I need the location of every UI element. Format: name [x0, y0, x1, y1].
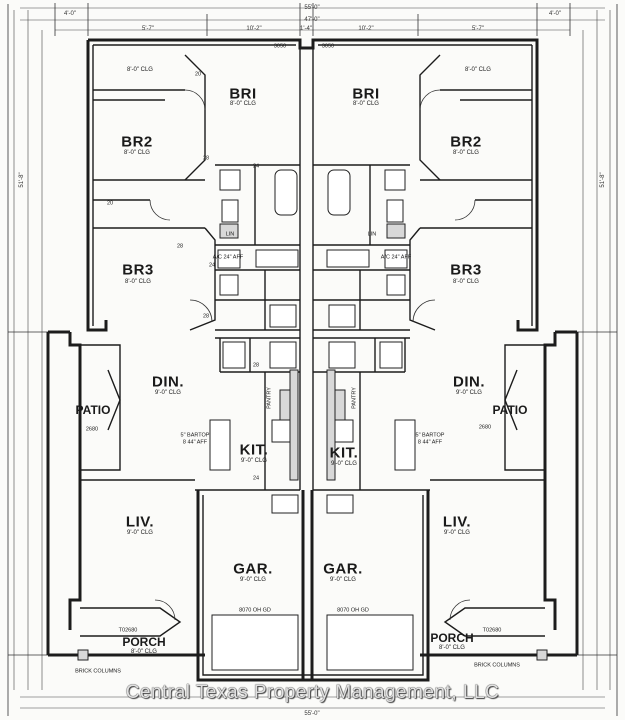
overall-width-top: 55'-0"	[304, 5, 320, 11]
porch-window-right: T02680	[482, 627, 502, 634]
porch-label-left: PORCH	[122, 635, 166, 649]
living-ceiling-right: 9'-0" CLG	[444, 530, 470, 536]
door-tag: 24	[252, 475, 260, 482]
porch-ceiling-right: 8'-0" CLG	[439, 645, 465, 651]
kitchen-label-left: KIT.	[239, 441, 269, 459]
porch-window-left: T02680	[118, 627, 138, 634]
dim-top: 5'-7"	[472, 26, 484, 32]
garage-ceiling-right: 9'-0" CLG	[330, 577, 356, 583]
brick-columns	[77, 649, 548, 661]
overall-width-bottom: 55'-0"	[304, 711, 320, 717]
bartop-label-left: 5" BARTOP	[180, 432, 210, 439]
linen-label-left: LIN	[225, 231, 235, 238]
pantry-label-right: PANTRY	[351, 387, 358, 409]
garage-ceiling-left: 9'-0" CLG	[240, 577, 266, 583]
dining-ceiling-right: 9'-0" CLG	[456, 390, 482, 396]
living-label-left: LIV.	[125, 513, 155, 531]
dim-top: 10'-2"	[358, 26, 374, 32]
dim-top: 5'-7"	[142, 26, 154, 32]
living-label-right: LIV.	[442, 513, 472, 531]
door-tag: 24	[208, 262, 216, 269]
patio-label-right: PATIO	[492, 403, 528, 417]
closet-ceiling-right: 8'-0" CLG	[465, 67, 491, 73]
garage-label-right: GAR.	[323, 560, 363, 578]
dim-top: 4'-0"	[549, 11, 561, 17]
bedroom-1-ceiling-left: 8'-0" CLG	[230, 101, 256, 107]
porch-label-right: PORCH	[430, 631, 474, 645]
overall-depth-right: 51'-8"	[600, 172, 606, 188]
patio-window-left: 2680	[85, 426, 99, 433]
door-tag: 20	[106, 200, 114, 207]
fixtures-left	[209, 169, 299, 671]
window-3050-right: 3050	[321, 43, 335, 50]
dimension-lines	[7, 3, 618, 716]
bedroom-3-ceiling-left: 8'-0" CLG	[125, 279, 151, 285]
bedroom-2-label-right: BR2	[450, 133, 482, 151]
bedroom-3-ceiling-right: 8'-0" CLG	[453, 279, 479, 285]
kitchen-label-right: KIT.	[329, 444, 359, 462]
patio-window-right: 2680	[478, 424, 492, 431]
kitchen-ceiling-left: 9'-0" CLG	[241, 458, 267, 464]
dining-label-left: DIN.	[152, 373, 184, 391]
bartop-height-right: 8 44" AFF	[417, 439, 443, 446]
bartop-label-right: 5" BARTOP	[415, 432, 445, 439]
porch-ceiling-left: 8'-0" CLG	[131, 649, 157, 655]
overall-depth-left: 51'-8"	[19, 172, 25, 188]
bedroom-1-label-left: BRI	[229, 85, 257, 103]
dining-label-right: DIN.	[453, 373, 485, 391]
door-tag: 28	[202, 313, 210, 320]
door-tag: 28	[202, 155, 210, 162]
bedroom-2-label-left: BR2	[121, 133, 153, 151]
dim-top: 4'-0"	[64, 11, 76, 17]
garage-door-label-right: 8070 OH GD	[337, 607, 369, 614]
bedroom-1-ceiling-right: 8'-0" CLG	[353, 101, 379, 107]
dim-top: 47'-0"	[304, 17, 320, 23]
brick-column-label-left: BRICK COLUMNS	[75, 668, 121, 675]
ac-label-right: A/C 24" AFF	[380, 254, 412, 261]
fixtures-right	[326, 169, 416, 671]
dining-ceiling-left: 9'-0" CLG	[155, 390, 181, 396]
interior-walls-right	[312, 48, 545, 637]
garage-label-left: GAR.	[233, 560, 273, 578]
garage-door-label-left: 8070 OH GD	[239, 607, 271, 614]
dim-top: 10'-2"	[246, 26, 262, 32]
bedroom-2-ceiling-left: 8'-0" CLG	[124, 150, 150, 156]
door-tag: 28	[176, 243, 184, 250]
bartop-height-left: 8 44" AFF	[182, 439, 208, 446]
door-swings	[149, 89, 476, 621]
window-3050-left: 3050	[273, 43, 287, 50]
bedroom-2-ceiling-right: 8'-0" CLG	[453, 150, 479, 156]
dim-top: 1'-4"	[300, 26, 312, 32]
kitchen-ceiling-right: 9'-0" CLG	[331, 461, 357, 467]
door-tag: 24	[252, 163, 260, 170]
linen-label-right: LIN	[367, 231, 377, 238]
brick-column-label-right: BRICK COLUMNS	[474, 662, 520, 669]
exterior-walls	[46, 38, 579, 682]
patio-label-left: PATIO	[75, 403, 111, 417]
pantry-label-left: PANTRY	[266, 387, 273, 409]
interior-walls-left	[80, 48, 301, 637]
watermark: Central Texas Property Management, LLC	[125, 682, 500, 703]
living-ceiling-left: 9'-0" CLG	[127, 530, 153, 536]
bedroom-1-label-right: BRI	[352, 85, 380, 103]
bedroom-3-label-left: BR3	[122, 261, 154, 279]
door-tag: 20	[194, 71, 202, 78]
closet-ceiling-left: 8'-0" CLG	[127, 67, 153, 73]
bedroom-3-label-right: BR3	[450, 261, 482, 279]
ac-label-left: A/C 24" AFF	[212, 254, 244, 261]
door-tag: 28	[252, 362, 260, 369]
